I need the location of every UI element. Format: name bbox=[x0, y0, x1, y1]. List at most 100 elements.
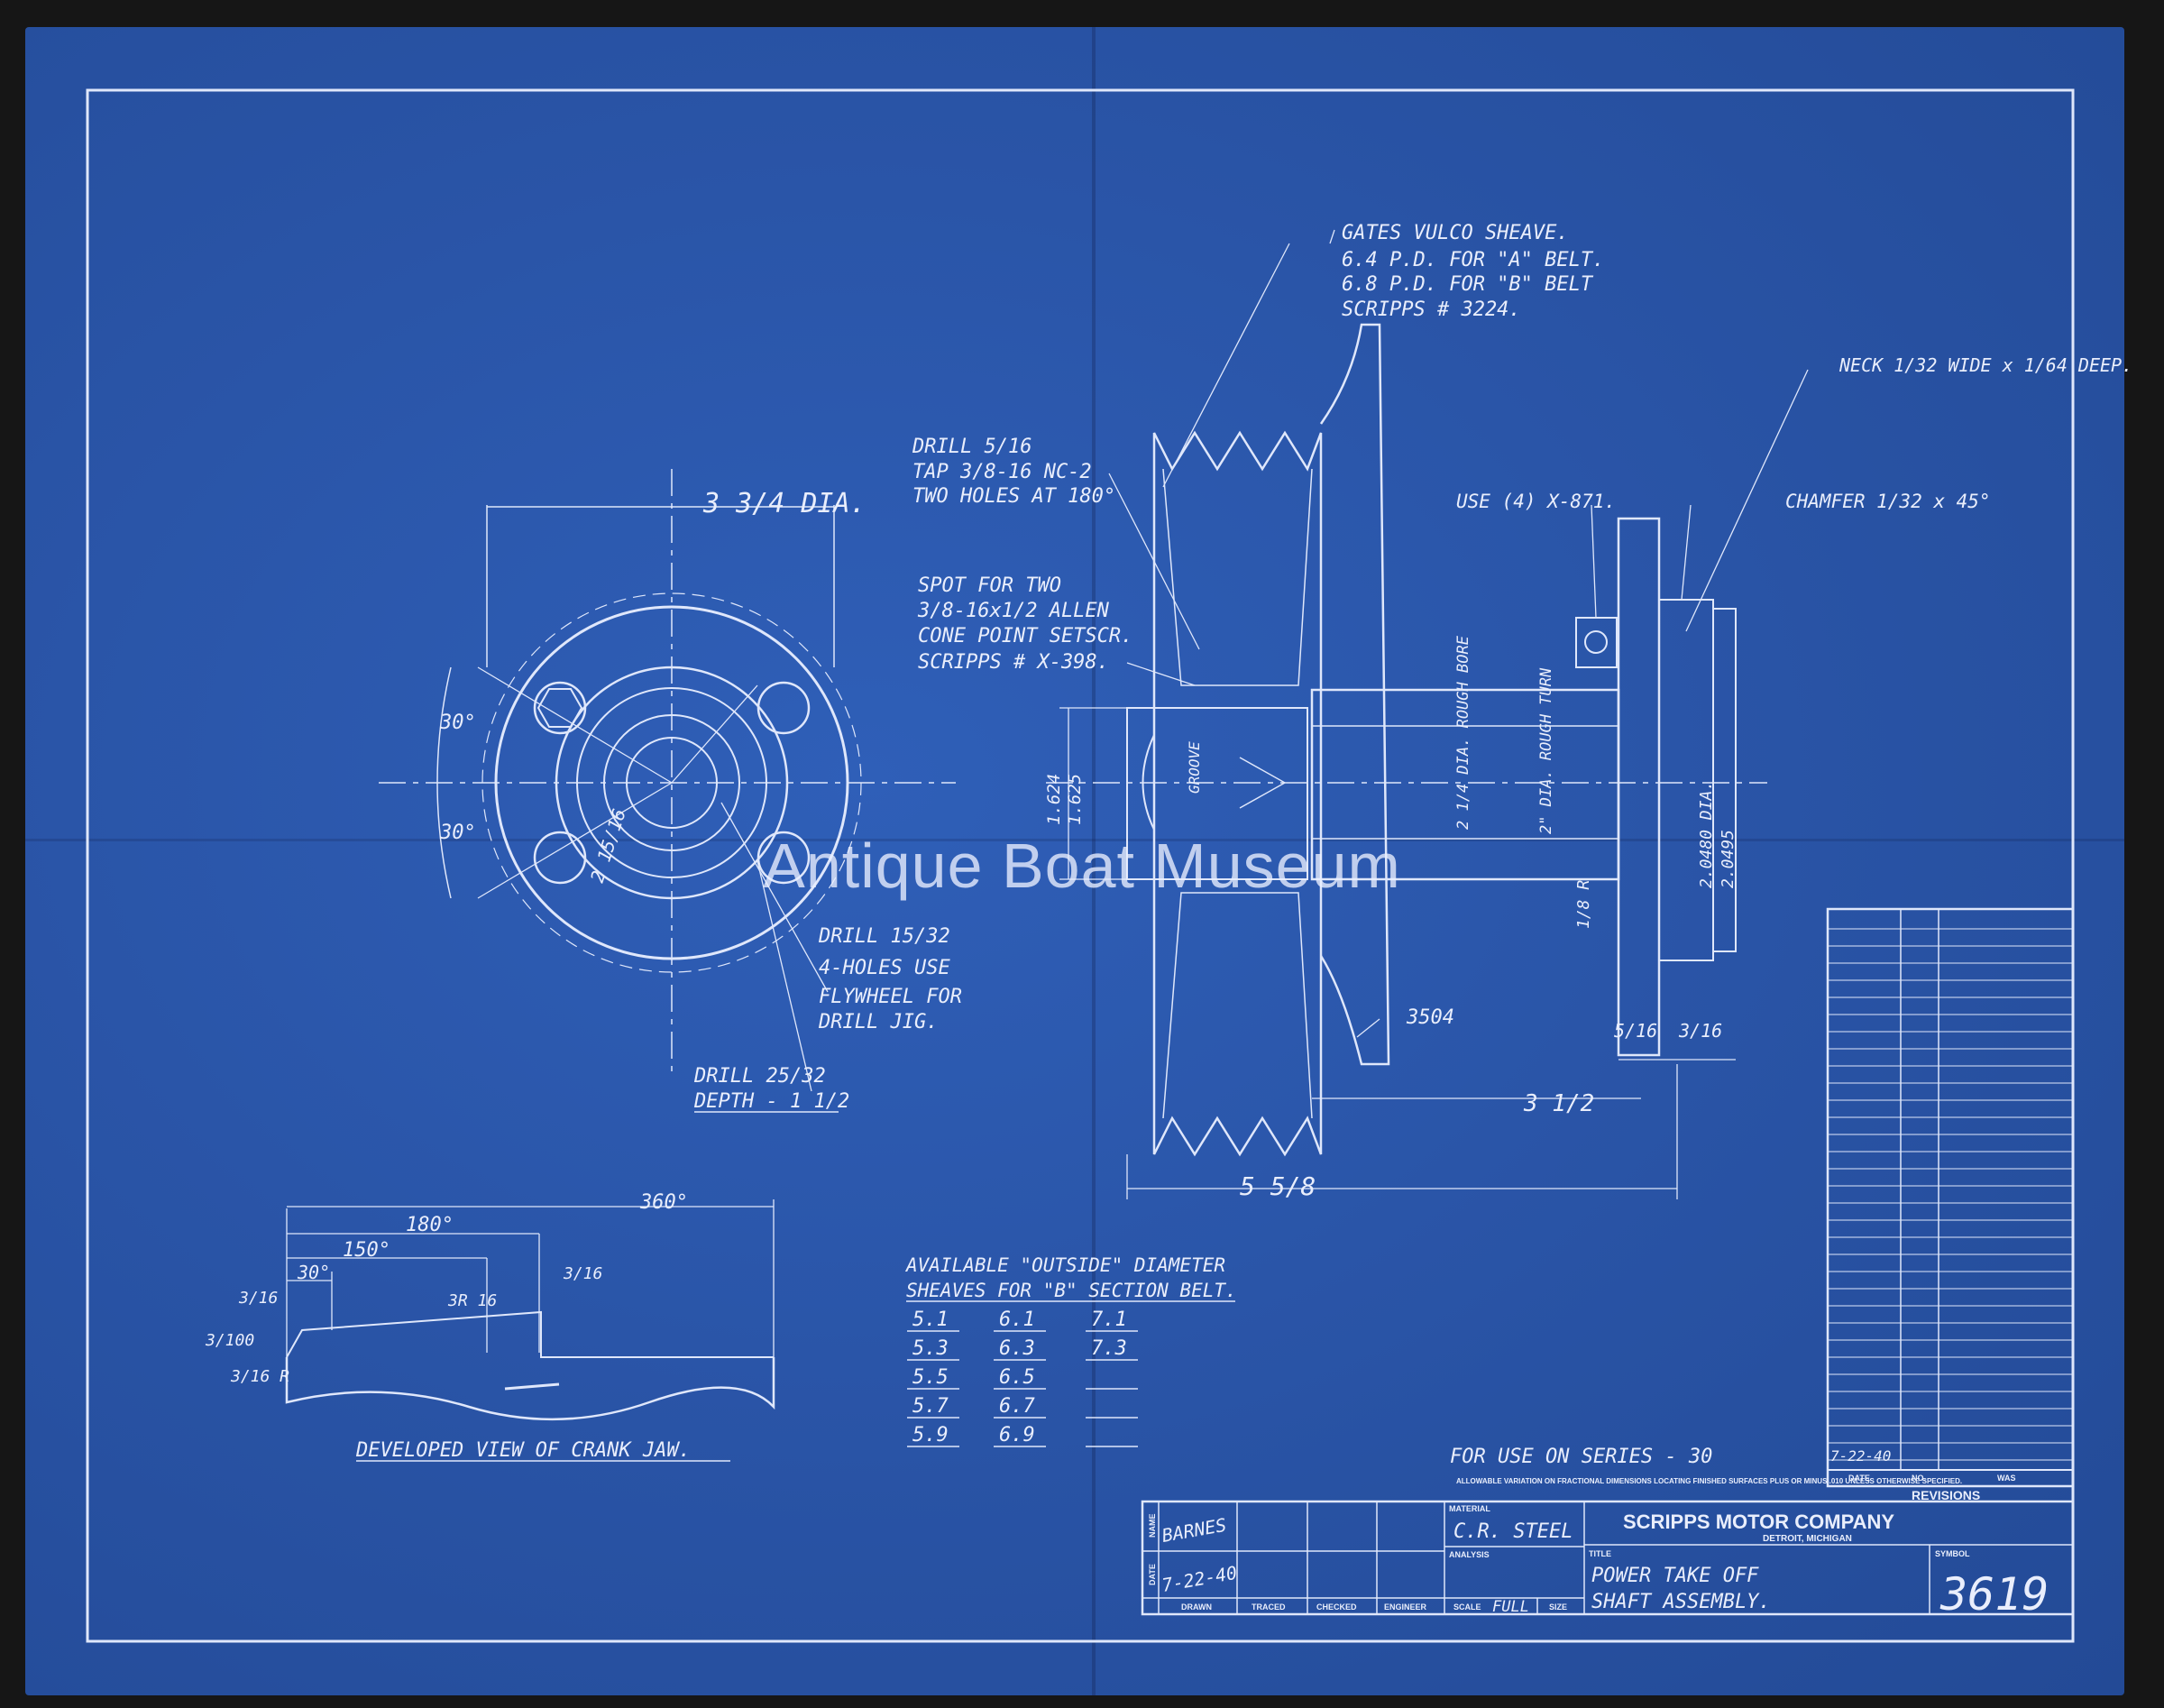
table-cell: 6.7 bbox=[999, 1395, 1035, 1418]
table-cell: 5.7 bbox=[912, 1395, 949, 1418]
table-cell: 6.9 bbox=[999, 1424, 1035, 1446]
table-cell: 6.3 bbox=[999, 1337, 1035, 1360]
rev-col-no: NO. bbox=[1912, 1474, 1926, 1483]
label-developed-view: DEVELOPED VIEW OF CRANK JAW. bbox=[355, 1439, 691, 1462]
note-line: DRILL 25/32 bbox=[693, 1065, 826, 1088]
dim-1624: 1.624 bbox=[1044, 774, 1064, 825]
label-drawn: DRAWN bbox=[1181, 1602, 1212, 1612]
dim-angle-lower: 30° bbox=[439, 822, 476, 844]
table-heading: AVAILABLE "OUTSIDE" DIAMETER bbox=[904, 1254, 1225, 1276]
note-line: SPOT FOR TWO bbox=[918, 574, 1061, 597]
dim-360: 360° bbox=[639, 1191, 688, 1214]
note-line: 6.4 P.D. FOR "A" BELT. bbox=[1342, 249, 1604, 271]
blueprint-sheet bbox=[25, 27, 2124, 1695]
scale-value: FULL bbox=[1492, 1598, 1529, 1616]
revisions-title: REVISIONS bbox=[1912, 1488, 1980, 1502]
dim-3-16-left: 3/16 bbox=[238, 1289, 278, 1308]
note-neck: NECK 1/32 WIDE x 1/64 DEEP. bbox=[1838, 354, 2132, 376]
label-checked: CHECKED bbox=[1316, 1602, 1357, 1612]
developed-view bbox=[285, 1199, 775, 1421]
note-sheave: GATES VULCO SHEAVE. 6.4 P.D. FOR "A" BEL… bbox=[1342, 222, 1604, 321]
dim-3-16-right: 3/16 bbox=[563, 1264, 602, 1283]
note-drill-tap: DRILL 5/16 TAP 3/8-16 NC-2 TWO HOLES AT … bbox=[912, 436, 1115, 508]
dim-3-100: 3/100 bbox=[205, 1331, 254, 1350]
bolt-hole bbox=[533, 831, 587, 885]
note-line: CONE POINT SETSCR. bbox=[918, 625, 1132, 647]
note-line: DRILL 5/16 bbox=[912, 436, 1032, 458]
paper-fold-horizontal bbox=[25, 839, 2124, 841]
label-scale: SCALE bbox=[1453, 1602, 1481, 1612]
table-heading: SHEAVES FOR "B" SECTION BELT. bbox=[906, 1280, 1237, 1301]
rev-col-was: WAS bbox=[1997, 1474, 2016, 1483]
table-rows: 5.1 6.1 7.1 5.3 6.3 7.3 5.5 6.5 5.7 6.7 5.9 6.9 bbox=[907, 1309, 1138, 1447]
table-cell: 7.3 bbox=[1091, 1337, 1127, 1360]
bolt-hole bbox=[756, 831, 811, 885]
note-line: FLYWHEEL FOR bbox=[819, 986, 962, 1008]
dim-3-16r: 3/16 R bbox=[230, 1367, 289, 1386]
label-material: MATERIAL bbox=[1449, 1504, 1490, 1513]
note-drill-holes: DRILL 15/32 4-HOLES USE FLYWHEEL FOR DRI… bbox=[818, 925, 962, 1033]
revision-date: 7-22-40 bbox=[1830, 1447, 1891, 1465]
rev-col-date: DATE bbox=[1848, 1474, 1870, 1483]
label-groove: GROOVE bbox=[1186, 741, 1203, 794]
note-line: SCRIPPS # X-398. bbox=[918, 651, 1109, 674]
flange-outline bbox=[494, 605, 849, 960]
dim-1625: 1.625 bbox=[1065, 774, 1085, 825]
sheave-profile bbox=[1152, 430, 1323, 1157]
table-cell: 5.5 bbox=[912, 1366, 949, 1389]
table-cell: 6.1 bbox=[999, 1309, 1035, 1331]
bolt-hole bbox=[756, 681, 811, 735]
label-title: TITLE bbox=[1589, 1549, 1611, 1558]
end-view bbox=[379, 469, 956, 1092]
dim-20495: 2.0495 bbox=[1719, 830, 1738, 888]
label-engineer: ENGINEER bbox=[1384, 1602, 1427, 1612]
note-spot: SPOT FOR TWO 3/8-16x1/2 ALLEN CONE POINT… bbox=[917, 574, 1132, 674]
drawing-title-line1: POWER TAKE OFF bbox=[1591, 1565, 1759, 1587]
revisions-table: 7-22-40 DATE NO. WAS REVISIONS bbox=[1826, 907, 2075, 1502]
border-frame bbox=[86, 88, 2075, 1643]
paper-fold-vertical bbox=[1092, 27, 1096, 1695]
label-symbol: SYMBOL bbox=[1935, 1549, 1970, 1558]
dim-2-dia: 2" DIA. ROUGH TURN bbox=[1537, 667, 1555, 834]
note-series: FOR USE ON SERIES - 30 bbox=[1450, 1446, 1712, 1468]
note-line: GATES VULCO SHEAVE. bbox=[1342, 222, 1569, 244]
table-cell: 5.3 bbox=[912, 1337, 949, 1360]
bolt-hole bbox=[533, 681, 587, 735]
company-location: DETROIT, MICHIGAN bbox=[1763, 1534, 1852, 1544]
drawn-date: 7-22-40 bbox=[1160, 1562, 1239, 1596]
note-line: 3/8-16x1/2 ALLEN bbox=[917, 600, 1110, 622]
watermark: Antique Boat Museum bbox=[763, 831, 1401, 901]
note-line: TAP 3/8-16 NC-2 bbox=[912, 461, 1092, 483]
table-cell: 6.5 bbox=[999, 1366, 1035, 1389]
label-analysis: ANALYSIS bbox=[1449, 1550, 1490, 1559]
note-line: 4-HOLES USE bbox=[819, 957, 950, 979]
note-chamfer: CHAMFER 1/32 x 45° bbox=[1785, 491, 1991, 512]
dim-rough-bore: 2 1/4 DIA. ROUGH BORE bbox=[1454, 635, 1472, 830]
hub-outline bbox=[555, 666, 789, 900]
note-line: TWO HOLES AT 180° bbox=[912, 485, 1115, 508]
label-size: SIZE bbox=[1549, 1602, 1567, 1612]
note-line: DRILL 15/32 bbox=[818, 925, 950, 948]
dim-3-1-2: 3 1/2 bbox=[1523, 1090, 1594, 1117]
sheave-size-table: AVAILABLE "OUTSIDE" DIAMETER SHEAVES FOR… bbox=[904, 1254, 1237, 1447]
note-line: DRILL JIG. bbox=[818, 1011, 938, 1033]
note-use4: USE (4) X-871. bbox=[1456, 491, 1616, 512]
drawn-by: BARNES bbox=[1160, 1514, 1228, 1547]
drawing-number: 3619 bbox=[1939, 1568, 2049, 1621]
flywheel-rim bbox=[1319, 323, 1390, 1066]
note-drill-depth: DRILL 25/32 DEPTH - 1 1/2 bbox=[693, 1065, 849, 1113]
company-name: SCRIPPS MOTOR COMPANY bbox=[1623, 1511, 1894, 1533]
table-cell: 7.1 bbox=[1091, 1309, 1127, 1331]
note-line: 6.8 P.D. FOR "B" BELT bbox=[1342, 273, 1594, 296]
title-block: NAME DATE BARNES 7-22-40 DRAWN TRACED CH… bbox=[1141, 1500, 2075, 1621]
table-cell: 5.9 bbox=[912, 1424, 949, 1446]
dim-3r16: 3R 16 bbox=[447, 1291, 497, 1310]
dim-30: 30° bbox=[297, 1262, 330, 1283]
dim-3-16: 3/16 bbox=[1678, 1020, 1722, 1042]
note-tolerance: ALLOWABLE VARIATION ON FRACTIONAL DIMENS… bbox=[1456, 1477, 1962, 1485]
dim-20480: 2.0480 DIA. bbox=[1697, 781, 1716, 888]
table-cell: 5.1 bbox=[912, 1309, 949, 1331]
drawing-title-line2: SHAFT ASSEMBLY. bbox=[1591, 1591, 1771, 1613]
dim-180: 180° bbox=[406, 1214, 454, 1236]
hub-bore bbox=[1126, 707, 1308, 880]
